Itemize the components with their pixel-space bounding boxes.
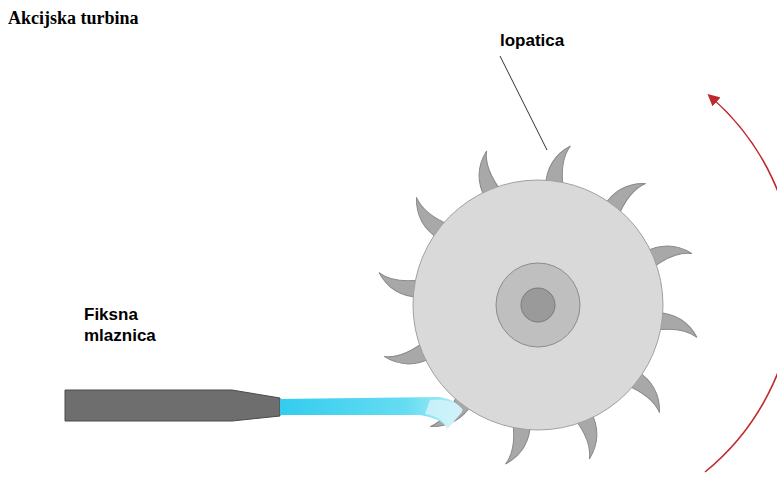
blade-group [376, 143, 699, 466]
jet-spray [425, 400, 463, 430]
diagram-title: Akcijska turbina [8, 8, 139, 29]
wheel-hub [496, 263, 580, 347]
leader-line [500, 56, 547, 150]
part-label: lopatica [500, 30, 564, 51]
part-label: Fiksna mlaznica [84, 304, 194, 346]
nozzle [65, 390, 280, 421]
wheel-disk [413, 180, 663, 430]
shaft [521, 288, 555, 322]
rotation-arrow [705, 98, 777, 472]
